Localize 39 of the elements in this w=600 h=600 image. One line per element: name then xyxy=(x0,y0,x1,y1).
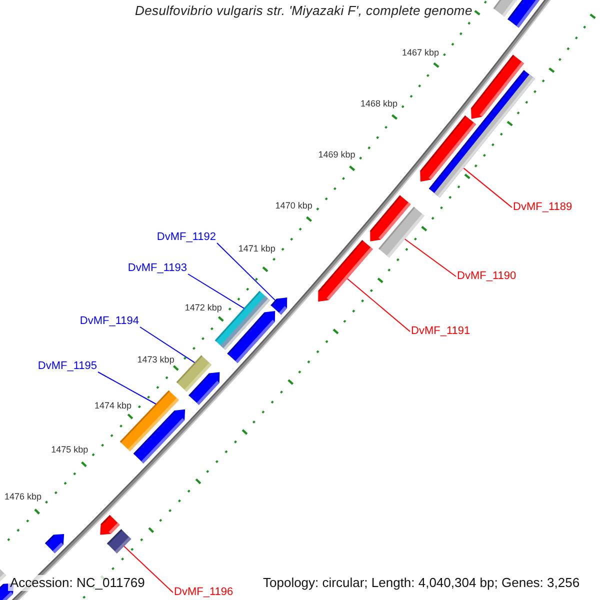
gene-feature xyxy=(133,409,186,464)
tick-label: 1471 kbp xyxy=(238,243,276,254)
tick-label: 1469 kbp xyxy=(318,150,356,161)
gene-label: DvMF_1195 xyxy=(38,360,97,373)
tick-label: 1474 kbp xyxy=(94,400,132,411)
gene-label: DvMF_1196 xyxy=(174,586,234,599)
tick-label: 1470 kbp xyxy=(275,200,312,212)
gene-bar xyxy=(107,529,132,554)
tick-label: 1472 kbp xyxy=(184,302,222,314)
gene-feature xyxy=(270,298,288,315)
leader-line xyxy=(346,278,410,332)
tick-label: 1468 kbp xyxy=(360,98,398,110)
gene-label: DvMF_1190 xyxy=(457,270,516,283)
gene-feature xyxy=(188,372,220,405)
leader-line xyxy=(98,372,156,404)
leader-line xyxy=(124,546,174,593)
tick-label: 1475 kbp xyxy=(51,444,88,456)
genome-info-text: Topology: circular; Length: 4,040,304 bp; Genes: 3,256 xyxy=(261,575,582,591)
leader-line xyxy=(463,168,512,208)
gene-feature xyxy=(45,534,64,554)
tick-label: 1476 kbp xyxy=(4,492,42,503)
gene-feature xyxy=(318,240,373,302)
leader-line xyxy=(140,326,196,364)
gene-label: DvMF_1191 xyxy=(411,325,470,338)
gene-feature xyxy=(100,515,120,535)
gene-bar xyxy=(0,569,6,582)
leader-line xyxy=(216,242,276,301)
gene-label: DvMF_1194 xyxy=(80,315,139,328)
tick-label: 1473 kbp xyxy=(137,354,174,366)
gene-feature xyxy=(508,0,540,28)
gene-label: DvMF_1193 xyxy=(128,262,187,275)
accession-text: Accession: NC_011769 xyxy=(8,575,147,591)
gene-label: DvMF_1192 xyxy=(156,231,216,244)
tick-label: 1467 kbp xyxy=(402,47,440,58)
gene-bar xyxy=(378,206,424,258)
leader-line xyxy=(188,274,244,309)
gene-feature xyxy=(227,311,276,363)
gene-feature xyxy=(420,116,476,182)
gene-label: DvMF_1189 xyxy=(513,201,572,214)
